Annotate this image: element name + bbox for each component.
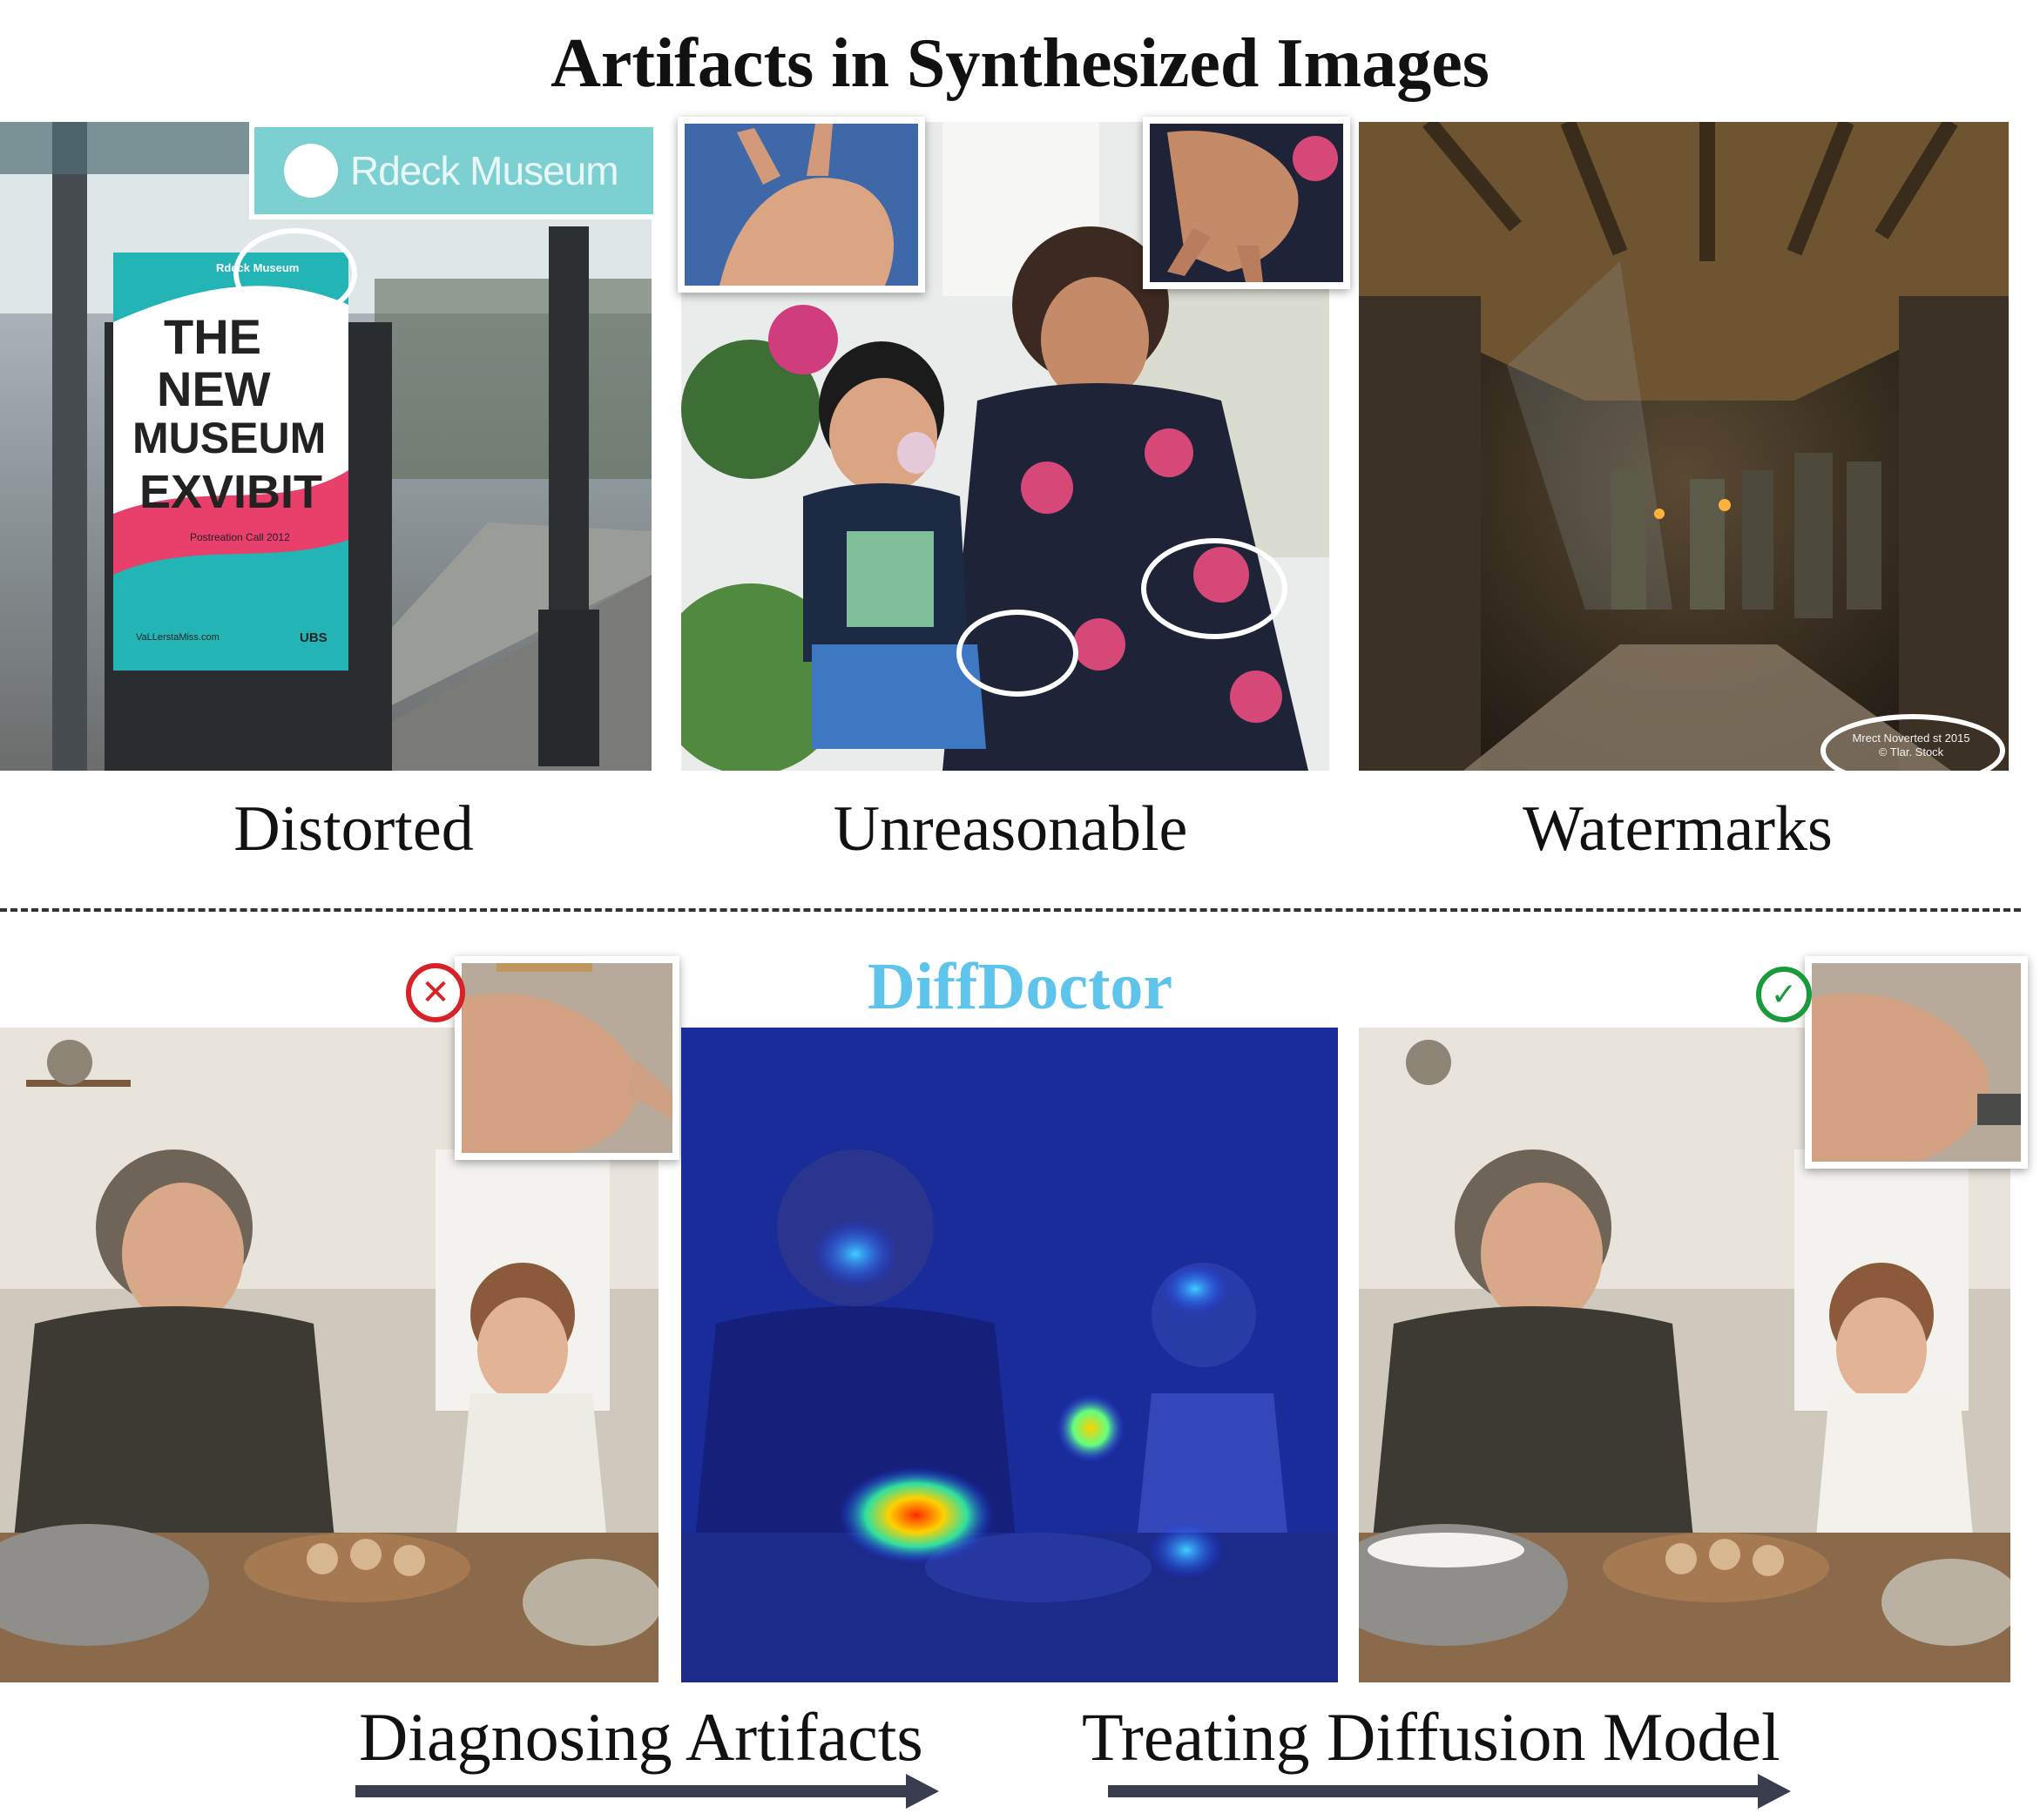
grandmother-hand-zoom xyxy=(1143,117,1350,289)
poster-line-2: NEW xyxy=(157,361,271,416)
caption-treating-diffusion-model: Treating Diffusion Model xyxy=(1082,1699,1780,1775)
artifact-heatmap-image xyxy=(681,1028,1338,1682)
x-circle-icon: ✕ xyxy=(406,963,465,1022)
treat-arrow-shaft xyxy=(1108,1785,1763,1797)
diagnose-arrow-head xyxy=(906,1774,939,1809)
poster-line-1: THE xyxy=(164,309,261,364)
treated-kitchen-image xyxy=(1359,1028,2010,1682)
poster-footer-right: UBS xyxy=(300,630,328,645)
grandmother-hand-highlight xyxy=(1141,538,1287,639)
diffdoctor-label: DiffDoctor xyxy=(867,950,1173,1023)
distorted-logo-zoom: Rdeck Museum xyxy=(249,122,659,219)
watermark-highlight xyxy=(1820,714,2005,787)
caption-distorted: Distorted xyxy=(233,793,474,865)
museum-logo-icon xyxy=(284,144,338,198)
treated-hand-zoom xyxy=(1805,956,2028,1169)
poster-footer-left: VaLLerstaMiss.com xyxy=(136,632,220,643)
check-circle-icon: ✓ xyxy=(1756,967,1812,1022)
distorted-logo-highlight xyxy=(233,228,357,319)
treat-arrow-head xyxy=(1758,1774,1791,1809)
diagnose-arrow-shaft xyxy=(355,1785,913,1797)
distorted-logo-zoom-text: Rdeck Museum xyxy=(350,148,619,193)
poster-subtitle: Postreation Call 2012 xyxy=(190,531,290,543)
boy-hand-zoom xyxy=(678,117,925,293)
watermark-example-image xyxy=(1359,122,2009,771)
boy-hand-highlight xyxy=(956,610,1078,697)
figure-title: Artifacts in Synthesized Images xyxy=(551,25,1489,102)
artifact-hand-zoom xyxy=(455,956,679,1160)
museum-poster: Rdeck Museum THE NEW MUSEUM EXVIBIT Post… xyxy=(113,253,348,671)
section-divider xyxy=(0,908,2021,912)
caption-watermarks: Watermarks xyxy=(1523,793,1833,865)
poster-line-4: EXVIBIT xyxy=(139,466,323,518)
caption-diagnosing-artifacts: Diagnosing Artifacts xyxy=(359,1699,923,1775)
poster-line-3: MUSEUM xyxy=(132,414,327,462)
caption-unreasonable: Unreasonable xyxy=(833,793,1188,865)
